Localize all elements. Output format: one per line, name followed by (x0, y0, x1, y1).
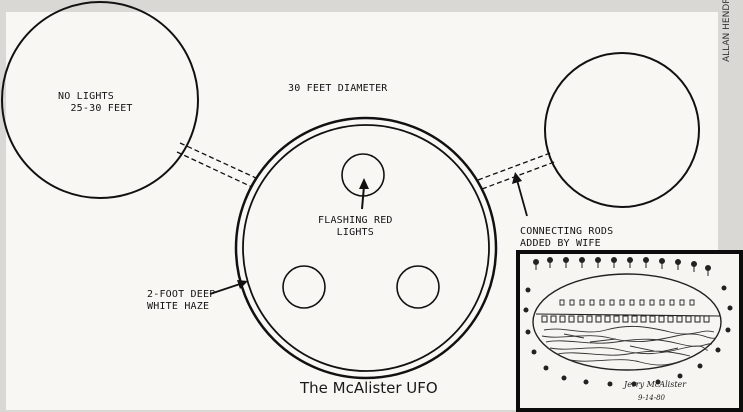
sketch-haze-scribbles (541, 325, 717, 366)
diameter-label: 30 FEET DIAMETER (288, 83, 388, 94)
left-connecting-rod (176, 142, 257, 188)
figure-caption: The McAlister UFO (300, 379, 438, 397)
flashing-lights-arrow (359, 178, 369, 210)
left-object-circle (1, 1, 199, 199)
right-connecting-rod (477, 151, 558, 190)
photo-credit: ALLAN HENDRY (722, 0, 732, 62)
sketch-top-lights (533, 257, 711, 276)
flashing-lights-label: FLASHING RED LIGHTS (318, 215, 393, 238)
witness-sketch-drawing (523, 257, 733, 387)
sketch-upper-windows (559, 299, 695, 306)
sketch-signature-name: Jerry McAlister (624, 380, 687, 389)
sketch-craft-outline (532, 273, 722, 371)
red-light-right (396, 265, 440, 309)
sketch-perimeter-lights (523, 285, 733, 387)
haze-arrow (209, 280, 248, 295)
haze-label: 2-FOOT DEEP WHITE HAZE (147, 289, 216, 312)
witness-sketch-inset: Jerry McAlister 9-14-80 (516, 250, 743, 412)
no-lights-label: NO LIGHTS 25-30 FEET (58, 91, 133, 114)
right-object-circle (544, 52, 700, 208)
sketch-signature-date: 9-14-80 (638, 394, 665, 402)
connecting-rods-label: CONNECTING RODS ADDED BY WIFE (520, 226, 614, 249)
connecting-rods-arrow (512, 172, 528, 217)
main-object-inner-ring (242, 124, 490, 372)
main-object-outer-ring (234, 116, 498, 380)
red-light-left (282, 265, 326, 309)
sketch-window-row (541, 315, 710, 323)
